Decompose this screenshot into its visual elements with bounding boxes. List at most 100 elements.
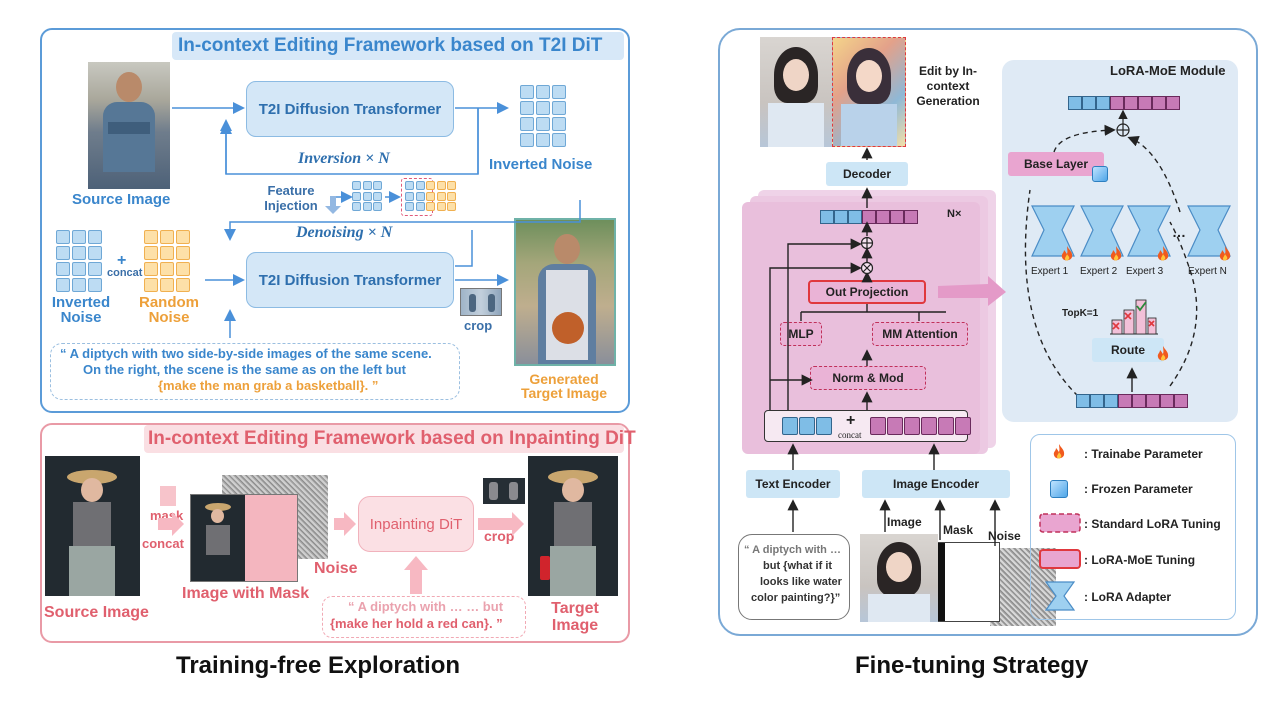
t2i-diffusion-transformer-2: T2I Diffusion Transformer [246, 252, 454, 308]
expert2-flame-icon [1109, 246, 1123, 262]
concat-word: concat [838, 430, 862, 440]
mm-attention-box: MM Attention [872, 322, 968, 346]
legend-lora-moe: : LoRA-MoE Tuning [1084, 553, 1196, 567]
ft-prompt-line1: “ A diptych with … [744, 544, 841, 556]
inverted-noise-label: Inverted Noise [489, 156, 593, 173]
bottom-concat-label: concat [142, 536, 184, 551]
base-layer-box: Base Layer [1008, 152, 1104, 176]
source-image-man [88, 62, 170, 189]
input-source-image [860, 534, 938, 622]
route-box: Route [1092, 338, 1164, 362]
inverted-noise-label-2: Inverted Noise [51, 294, 111, 326]
ice-cube-icon [1092, 166, 1108, 182]
text-encoder-box: Text Encoder [746, 470, 840, 498]
topk-label: TopK=1 [1062, 308, 1099, 319]
image-tokens [870, 417, 971, 435]
feature-injection-label: Feature Injection [264, 183, 318, 213]
ft-prompt-line2: but {what if it [763, 560, 833, 572]
expert3-flame-icon [1156, 246, 1170, 262]
t2i-dit-title: In-context Editing Framework based on T2… [178, 35, 603, 56]
inverted-noise-grid [520, 85, 566, 147]
n-times-label: N× [947, 208, 962, 220]
image-with-mask-label: Image with Mask [182, 585, 310, 602]
lora-moe-module-panel [1002, 60, 1238, 422]
inversion-label: Inversion × N [298, 150, 390, 167]
norm-mod-box: Norm & Mod [810, 366, 926, 390]
legend-ice-cube-icon [1050, 480, 1068, 498]
concat-plus: + [846, 412, 856, 429]
expert1-flame-icon [1060, 246, 1074, 262]
edit-photo-original [760, 37, 832, 147]
source-image-woman [45, 456, 140, 596]
inpaint-crop-label: crop [484, 528, 515, 544]
inpaint-prompt-line2: {make her hold a red can}. ” [330, 616, 503, 631]
bottom-target-image [528, 456, 618, 596]
expert-1-label: Expert 1 [1031, 266, 1069, 277]
input-mask-image [934, 542, 1000, 622]
out-projection-box: Out Projection [808, 280, 926, 304]
legend-lora-adapter: : LoRA Adapter [1084, 590, 1172, 604]
generated-target-label: Generated Target Image [520, 371, 608, 401]
image-input-label: Image [887, 515, 922, 529]
mask-label: mask [150, 508, 184, 523]
inpaint-prompt-line1: “ A diptych with … … but [348, 599, 504, 614]
plus-sign: + [117, 252, 127, 269]
moe-input-tokens [1076, 394, 1188, 408]
denoising-label: Denoising × N [296, 224, 393, 241]
t2i-dit-panel [40, 28, 630, 413]
feature-grid-mixed [405, 181, 456, 211]
training-free-caption: Training-free Exploration [176, 652, 461, 679]
inpainting-dit-box: Inpainting DiT [358, 496, 474, 552]
generated-target-image [514, 218, 616, 366]
mask-input-label: Mask [943, 523, 974, 537]
random-noise-label: Random Noise [139, 294, 199, 326]
ft-prompt-line4: color painting?}” [751, 592, 841, 604]
legend-standard-lora: : Standard LoRA Tuning [1084, 517, 1221, 531]
t2i-dit-title-bg [172, 32, 624, 60]
ft-prompt-line3: looks like water [760, 576, 842, 588]
legend-panel [1030, 434, 1236, 620]
expert-2-label: Expert 2 [1080, 266, 1118, 277]
decoder-box: Decoder [826, 162, 908, 186]
experts-ellipsis: … [1172, 224, 1186, 240]
mlp-box: MLP [780, 322, 822, 346]
expert-n-label: Expert N [1188, 266, 1227, 277]
noise-label: Noise [314, 560, 358, 577]
t2i-diffusion-transformer-1: T2I Diffusion Transformer [246, 81, 454, 137]
t2i-prompt-box [50, 343, 460, 400]
inpainting-dit-panel [40, 423, 630, 643]
lora-moe-module-title: LoRA-MoE Module [1110, 63, 1226, 78]
bottom-source-image-label: Source Image [44, 604, 149, 621]
fine-tuning-panel [718, 28, 1258, 636]
inpainting-title-bg [144, 425, 624, 453]
inverted-noise-grid-2 [56, 230, 102, 292]
edit-label: Edit by In-context Generation [916, 64, 980, 108]
route-flame-icon [1156, 346, 1170, 362]
legend-trainable: : Trainabe Parameter [1084, 447, 1203, 461]
image-encoder-box: Image Encoder [862, 470, 1010, 498]
mask-swatch [160, 486, 176, 506]
expertn-flame-icon [1218, 246, 1232, 262]
legend-flame-icon [1052, 444, 1066, 460]
inpaint-prompt-box [322, 596, 526, 638]
moe-output-tokens [1068, 96, 1180, 110]
ft-prompt-box [738, 534, 850, 620]
noise-input-label: Noise [988, 529, 1021, 543]
inpainting-title: In-context Editing Framework based on In… [148, 428, 636, 449]
legend-frozen: : Frozen Parameter [1084, 482, 1193, 496]
fine-tuning-caption: Fine-tuning Strategy [855, 652, 1089, 679]
crop-label: crop [464, 318, 493, 333]
bottom-target-label: Target Image [551, 600, 599, 634]
t2i-prompt-line3: {make the man grab a basketball}. ” [158, 378, 379, 393]
image-with-mask [190, 494, 298, 582]
random-noise-grid [144, 230, 190, 292]
inpaint-crop-thumb [483, 478, 525, 504]
source-image-label: Source Image [72, 191, 171, 208]
concat-label: concat [107, 267, 143, 279]
crop-thumbnail [460, 288, 502, 316]
t2i-prompt-line1: “ A diptych with two side-by-side images… [60, 346, 432, 361]
t2i-prompt-line2: On the right, the scene is the same as o… [83, 362, 406, 377]
edit-photo-watercolor [832, 37, 906, 147]
expert-3-label: Expert 3 [1126, 266, 1164, 277]
output-tokens [820, 210, 918, 224]
